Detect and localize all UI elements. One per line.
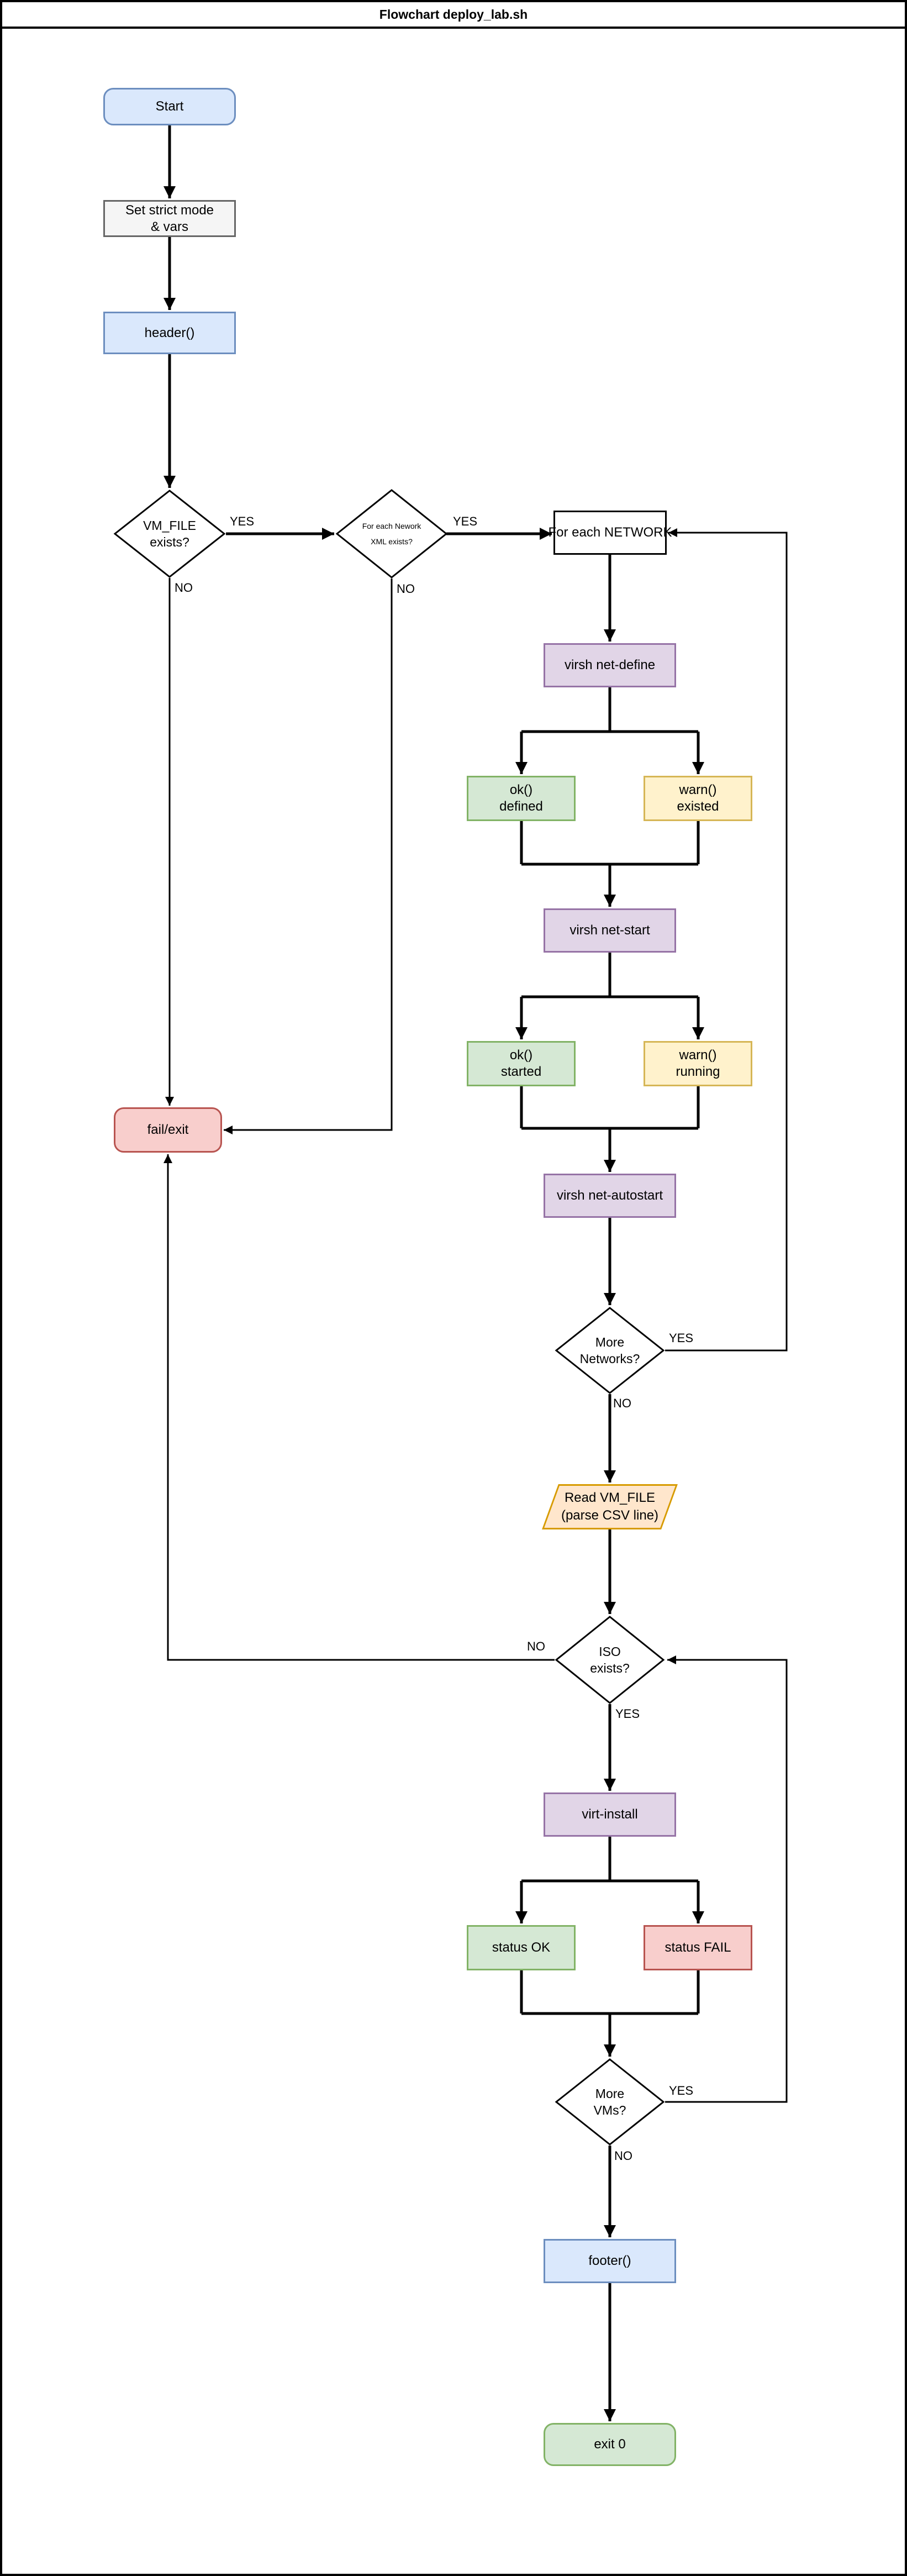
label-line-2: running bbox=[676, 1064, 720, 1079]
label-line-2: exists? bbox=[150, 535, 189, 549]
label-line-1: More bbox=[595, 2086, 625, 2101]
label-line-1: ISO bbox=[599, 1644, 621, 1659]
node-exit-0-label: exit 0 bbox=[594, 2437, 626, 2452]
decision-vm-file-exists: VM_FILE exists? bbox=[113, 490, 226, 578]
edge-label-more-vms-no: NO bbox=[614, 2149, 632, 2163]
decision-more-vms-label: More VMs? bbox=[555, 2058, 665, 2146]
label-line-1: More bbox=[595, 1335, 625, 1349]
diamond-shape bbox=[555, 1307, 665, 1394]
node-virt-install-label: virt-install bbox=[582, 1807, 638, 1822]
label-line-1: ok() bbox=[509, 782, 533, 797]
node-start: Start bbox=[103, 88, 236, 125]
node-fail-exit-label: fail/exit bbox=[147, 1122, 189, 1137]
edge-network-xml-no bbox=[224, 579, 393, 1134]
decision-iso-exists-label: ISO exists? bbox=[555, 1616, 665, 1704]
label-line-1: ok() bbox=[509, 1048, 533, 1063]
edge-label-more-vms-yes: YES bbox=[669, 2084, 694, 2097]
edge-more-vms-yes-loop bbox=[665, 1655, 788, 2103]
edge-label-more-networks-no: NO bbox=[613, 1396, 631, 1410]
label-line-1: VM_FILE bbox=[143, 518, 196, 533]
node-ok-defined: ok() defined bbox=[467, 776, 576, 821]
node-for-each-network: For each NETWORK bbox=[548, 511, 672, 555]
label-line-2: VMs? bbox=[593, 2103, 626, 2117]
edge-label-network-xml-no: NO bbox=[397, 582, 415, 596]
decision-iso-exists: ISO exists? bbox=[555, 1616, 665, 1704]
node-read-vm-file-label: Read VM_FILE (parse CSV line) bbox=[542, 1484, 678, 1529]
node-start-label: Start bbox=[155, 99, 184, 114]
node-ok-started: ok() started bbox=[467, 1041, 576, 1086]
node-set-strict-mode: Set strict mode & vars bbox=[103, 200, 236, 237]
node-fail-exit: fail/exit bbox=[114, 1107, 222, 1153]
decision-network-xml-exists-label: For each Nework XML exists? bbox=[335, 489, 448, 579]
decision-more-networks-label: More Networks? bbox=[555, 1307, 665, 1394]
diamond-shape bbox=[335, 489, 448, 579]
node-virt-install: virt-install bbox=[544, 1792, 676, 1837]
label-line-1: Set strict mode bbox=[125, 202, 214, 218]
label-line-2: existed bbox=[677, 799, 719, 814]
node-warn-existed: warn() existed bbox=[644, 776, 752, 821]
node-footer-fn: footer() bbox=[544, 2239, 676, 2283]
node-virsh-net-autostart-label: virsh net-autostart bbox=[556, 1188, 663, 1203]
edge-label-iso-no: NO bbox=[527, 1639, 545, 1653]
node-virsh-net-define: virsh net-define bbox=[544, 643, 676, 687]
diamond-shape bbox=[555, 1616, 665, 1704]
label-line-2: (parse CSV line) bbox=[561, 1508, 659, 1523]
node-read-vm-file: Read VM_FILE (parse CSV line) bbox=[542, 1484, 678, 1529]
label-line-2: Networks? bbox=[579, 1352, 640, 1366]
decision-more-networks: More Networks? bbox=[555, 1307, 665, 1394]
node-for-each-network-label: For each NETWORK bbox=[548, 525, 672, 540]
label-line-2: & vars bbox=[150, 219, 188, 234]
decision-more-vms: More VMs? bbox=[555, 2058, 665, 2146]
label-line-2: started bbox=[500, 1064, 542, 1079]
label-line-1: Read VM_FILE bbox=[564, 1490, 656, 1505]
node-virsh-net-start: virsh net-start bbox=[544, 908, 676, 953]
edge-label-vm-file-no: NO bbox=[175, 581, 193, 595]
edge-label-vm-file-yes: YES bbox=[230, 514, 255, 528]
title-bar: Flowchart deploy_lab.sh bbox=[2, 2, 905, 29]
node-exit-0: exit 0 bbox=[544, 2423, 676, 2466]
label-line-1: For each Nework bbox=[362, 522, 421, 530]
node-virsh-net-autostart: virsh net-autostart bbox=[544, 1174, 676, 1218]
node-status-ok: status OK bbox=[467, 1925, 576, 1970]
node-footer-label: footer() bbox=[588, 2253, 631, 2268]
edge-label-network-xml-yes: YES bbox=[453, 514, 478, 528]
diamond-shape bbox=[555, 2058, 665, 2146]
edge-label-more-networks-yes: YES bbox=[669, 1331, 694, 1345]
edge-more-networks-yes-loop bbox=[665, 528, 788, 1352]
diamond-shape bbox=[113, 490, 226, 578]
node-header-label: header() bbox=[144, 325, 195, 340]
decision-network-xml-exists: For each Nework XML exists? bbox=[335, 489, 448, 579]
page-title: Flowchart deploy_lab.sh bbox=[379, 7, 528, 22]
label-line-1: warn() bbox=[679, 782, 717, 797]
label-line-2: defined bbox=[499, 799, 543, 814]
node-status-fail-label: status FAIL bbox=[665, 1940, 731, 1955]
label-line-2: XML exists? bbox=[371, 537, 413, 546]
node-status-ok-label: status OK bbox=[492, 1940, 551, 1955]
node-warn-running: warn() running bbox=[644, 1041, 752, 1086]
node-virsh-net-start-label: virsh net-start bbox=[569, 923, 650, 938]
label-line-2: exists? bbox=[590, 1661, 630, 1675]
edge-label-iso-yes: YES bbox=[615, 1707, 640, 1721]
edge-iso-no bbox=[164, 1154, 555, 1661]
label-line-1: warn() bbox=[679, 1048, 717, 1063]
node-virsh-net-define-label: virsh net-define bbox=[564, 658, 656, 672]
node-header-fn: header() bbox=[103, 312, 236, 354]
node-status-fail: status FAIL bbox=[644, 1925, 752, 1970]
decision-vm-file-exists-label: VM_FILE exists? bbox=[113, 490, 226, 578]
